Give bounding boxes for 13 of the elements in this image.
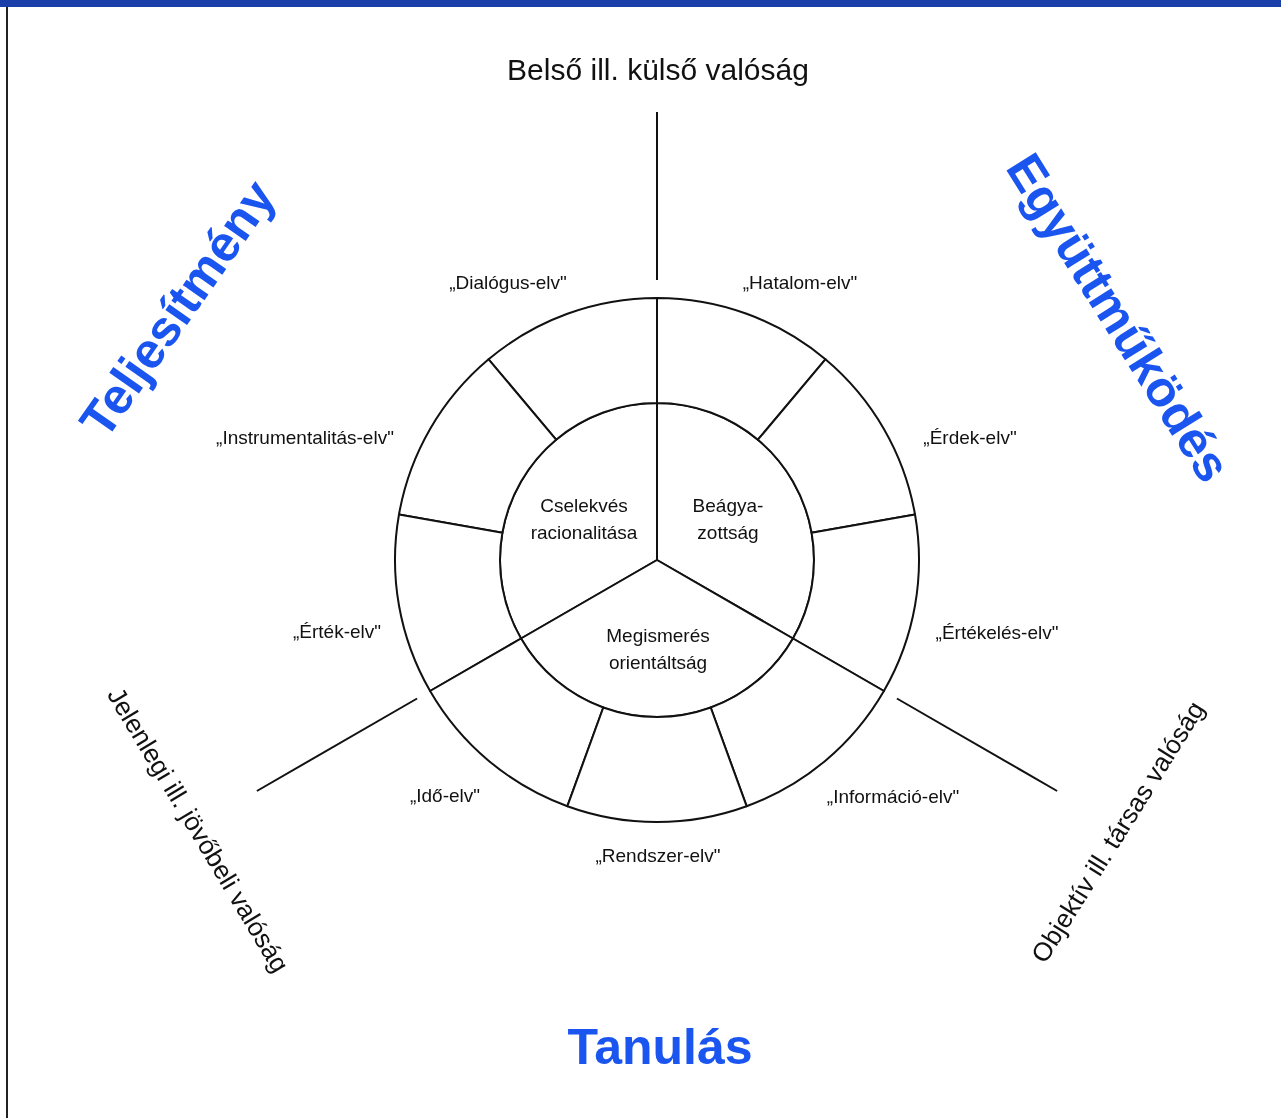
principle-label: „Érték-elv": [293, 621, 381, 643]
principle-label: „Rendszer-elv": [595, 845, 721, 867]
sector-label: Beágya- zottság: [691, 494, 765, 545]
principle-label: „Értékelés-elv": [935, 622, 1059, 644]
principle-label: „Hatalom-elv": [742, 272, 858, 294]
principle-label: „Dialógus-elv": [449, 272, 567, 294]
principle-label: „Idő-elv": [409, 785, 481, 807]
sector-label: Cselekvés racionalitása: [529, 494, 639, 545]
axis-label: Belső ill. külső valóság: [507, 52, 809, 86]
sector-label: Megismerés orientáltság: [605, 624, 711, 675]
principle-label: „Információ-elv": [826, 786, 960, 808]
dimension-heading: Tanulás: [567, 1019, 753, 1075]
principle-label: „Instrumentalitás-elv": [216, 427, 394, 449]
